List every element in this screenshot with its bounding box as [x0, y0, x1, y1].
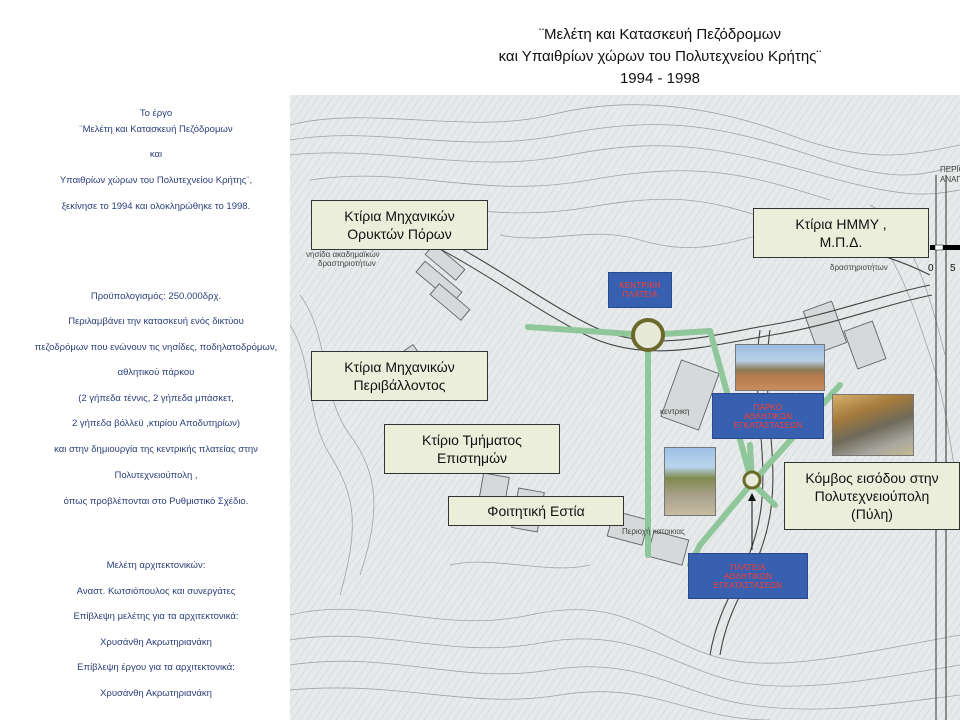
blue-label-line: ΑΘΛΗΤΙΚΩΝ: [743, 411, 793, 421]
blue-label-line: ΕΓΚΑΤΑΣΤΑΣΕΩΝ: [733, 420, 803, 430]
map-drawing: [290, 95, 960, 720]
central-square-node: [631, 318, 665, 352]
label-sports-park: ΠΑΡΚΟ ΑΘΛΗΤΙΚΩΝ ΕΓΚΑΤΑΣΤΑΣΕΩΝ: [712, 393, 824, 439]
label-gate-node: Κόμβος εισόδου στην Πολυτεχνειούπολη (Πύ…: [784, 462, 960, 530]
label-central-square: ΚΕΝΤΡΙΚΗ ΠΛΑΤΕΙΑ: [608, 272, 672, 308]
desc-line: Υπαιθρίων χώρων του Πολυτεχνείου Κρήτης¨…: [59, 175, 253, 186]
title-line-1: ¨Μελέτη και Κατασκευή Πεζόδρομων: [539, 26, 781, 43]
pointer-arrow: [748, 493, 756, 550]
desc-line: Χρυσάνθη Ακρωτηριανάκη: [100, 688, 212, 699]
label-line: Κόμβος εισόδου στην: [805, 470, 939, 486]
gate-node: [742, 470, 762, 490]
desc-line: Επίβλεψη έργου για τα αρχιτεκτονικά:: [77, 662, 235, 673]
title-line-3: 1994 - 1998: [619, 70, 701, 87]
label-line: (Πύλη): [851, 506, 893, 522]
desc-line: Μελέτη αρχιτεκτονικών:: [106, 560, 206, 571]
activities-label-left: δραστηριοτήτων: [318, 259, 376, 268]
campus-map: νησίδα ακαδημαϊκών δραστηριοτήτων δραστη…: [290, 95, 960, 720]
label-line: Φοιτητική Εστία: [487, 503, 585, 519]
label-line: Ορυκτών Πόρων: [347, 226, 452, 242]
label-line: Πολυτεχνειούπολη: [814, 488, 930, 504]
desc-line: ¨Μελέτη και Κατασκευή Πεζόδρομων: [79, 124, 233, 135]
photo-walkway: [664, 447, 716, 516]
desc-line: Πολυτεχνειούπολη ,: [114, 470, 198, 481]
academic-zone-label: νησίδα ακαδημαϊκών: [306, 250, 380, 259]
photo-sports-park-1: [735, 344, 825, 391]
desc-line: ξεκίνησε το 1994 και ολοκληρώθηκε το 199…: [61, 201, 251, 212]
desc-line: αθλητικού πάρκου: [117, 367, 195, 378]
label-line: Μ.Π.Δ.: [819, 234, 863, 250]
desc-line: και: [149, 149, 163, 160]
label-environment-engineering: Κτίρια Μηχανικών Περιβάλλοντος: [311, 351, 488, 401]
blue-label-line: ΠΑΡΚΟ: [753, 402, 783, 412]
blue-label-line: ΑΘΛΗΤΙΚΩΝ: [723, 571, 773, 581]
desc-line: Αναστ. Κωτσιόπουλος και συνεργάτες: [76, 586, 236, 597]
desc-line: και στην δημιουργία της κεντρικής πλατεί…: [54, 444, 258, 455]
label-line: Κτίριο Τμήματος: [422, 432, 522, 448]
blue-label-line: ΚΕΝΤΡΙΚΗ: [619, 281, 661, 290]
label-student-residence: Φοιτητική Εστία: [448, 496, 624, 526]
label-line: Περιβάλλοντος: [353, 377, 446, 393]
central-road-label: κεντρικη: [660, 407, 690, 416]
desc-line: Περιλαμβάνει την κατασκευή ενός δικτύου: [68, 316, 244, 327]
desc-line: Χρυσάνθη Ακρωτηριανάκη: [100, 637, 212, 648]
desc-line: όπως προβλέπονται στο Ρυθμιστικό Σχέδιο.: [63, 496, 249, 507]
scale-zero: 0: [928, 263, 934, 274]
desc-line: Προϋπολογισμός: 250.000δρχ.: [90, 291, 222, 302]
contour-lines: [290, 104, 960, 720]
label-mineral-engineering: Κτίρια Μηχανικών Ορυκτών Πόρων: [311, 200, 488, 250]
page-title: ¨Μελέτη και Κατασκευή Πεζόδρομων και Υπα…: [440, 24, 880, 90]
desc-line: Επίβλεψη μελέτης για τα αρχιτεκτονικά:: [73, 611, 239, 622]
desc-line: Το έργο: [139, 108, 173, 119]
label-line: Κτίρια Μηχανικών: [344, 359, 455, 375]
area-label-top: ΠΕΡΙΟΧ: [940, 165, 960, 174]
blue-label-line: ΕΓΚΑΤΑΣΤΑΣΕΩΝ: [713, 580, 783, 590]
desc-line: πεζοδρόμων που ενώνουν τις νησίδες, ποδη…: [34, 342, 278, 353]
label-line: Κτίρια Μηχανικών: [344, 208, 455, 224]
label-line: Επιστημών: [436, 450, 508, 466]
scale-five: 5: [950, 263, 956, 274]
label-line: Κτίρια ΗΜΜΥ ,: [795, 216, 887, 232]
title-line-2: και Υπαιθρίων χώρων του Πολυτεχνείου Κρή…: [498, 48, 822, 65]
housing-area-label: Περιοχή κατοικιας: [622, 527, 685, 536]
area-label-top-2: ΑΝΑΠΤΥ: [940, 175, 960, 184]
scale-bar: [930, 244, 960, 251]
photo-sports-park-2: [832, 394, 914, 456]
label-hmmy: Κτίρια ΗΜΜΥ , Μ.Π.Δ.: [753, 208, 929, 258]
label-sports-square: ΠΛΑΤΕΙΑ ΑΘΛΗΤΙΚΩΝ ΕΓΚΑΤΑΣΤΑΣΕΩΝ: [688, 553, 808, 599]
blue-label-line: ΠΛΑΤΕΙΑ: [622, 290, 658, 299]
desc-line: (2 γήπεδα τέννις, 2 γήπεδα μπάσκετ,: [78, 393, 234, 404]
blue-label-line: ΠΛΑΤΕΙΑ: [730, 562, 766, 572]
label-sciences: Κτίριο Τμήματος Επιστημών: [384, 424, 560, 474]
activities-label-right: δραστηριοτήτων: [830, 263, 888, 272]
desc-line: 2 γήπεδα βόλλεϋ ,κτιρίου Αποδυτηρίων): [71, 418, 241, 429]
